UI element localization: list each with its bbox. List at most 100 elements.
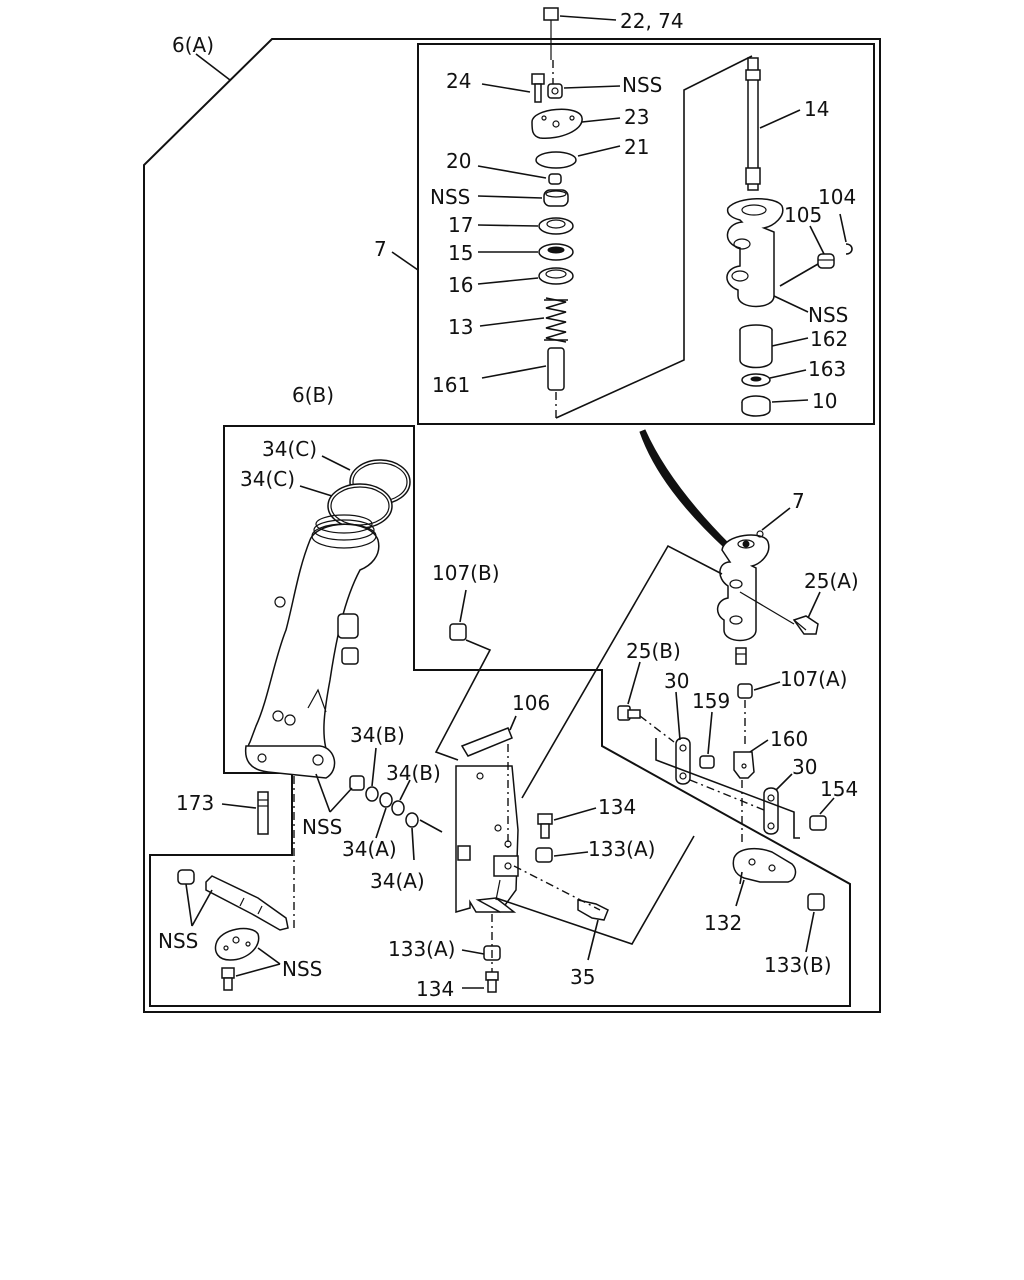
callout-34a-1: 34(A) xyxy=(342,837,397,861)
leader-nss-4b xyxy=(329,787,353,813)
callout-154: 154 xyxy=(820,777,858,801)
callout-nss-6: NSS xyxy=(282,957,322,981)
washers-34 xyxy=(365,786,419,828)
bolt-25b xyxy=(617,705,641,721)
leader-34b-2 xyxy=(399,779,411,801)
nut-133a-upper xyxy=(535,847,553,863)
callout-34a-2: 34(A) xyxy=(370,869,425,893)
leader-34c-1 xyxy=(321,455,351,471)
leader-25b xyxy=(627,661,641,705)
detail-sweep-arrow xyxy=(639,429,731,550)
spring-13 xyxy=(544,297,568,343)
frame-7-detail xyxy=(417,43,875,425)
leader-133b xyxy=(805,911,815,953)
leader-24 xyxy=(481,83,531,93)
nut-107b-guide xyxy=(434,639,492,761)
callout-21: 21 xyxy=(624,135,649,159)
linkage-axis-1 xyxy=(689,779,765,811)
guide-line-upper xyxy=(521,544,723,799)
leader-160 xyxy=(749,739,769,753)
leader-107a xyxy=(753,681,781,691)
nut-133b xyxy=(807,893,825,911)
callout-134-2: 134 xyxy=(416,977,454,1001)
callout-20: 20 xyxy=(446,149,471,173)
cup-10 xyxy=(741,395,771,417)
leader-34a-2 xyxy=(411,827,415,861)
callout-6a: 6(A) xyxy=(172,33,214,57)
callout-107a: 107(A) xyxy=(780,667,847,691)
leader-14 xyxy=(759,109,801,129)
valve-body xyxy=(726,198,784,308)
linkage-frame xyxy=(655,738,800,839)
nut-107a xyxy=(737,683,753,748)
nut-nss-34 xyxy=(349,775,365,791)
callout-34c-2: 34(C) xyxy=(240,467,295,491)
nut-nss-top xyxy=(547,83,563,99)
callout-25b: 25(B) xyxy=(626,639,681,663)
leader-133a-1 xyxy=(553,851,589,857)
flange-6b xyxy=(244,745,336,779)
seal-nss xyxy=(543,189,569,207)
leader-nss-top xyxy=(563,85,621,89)
leader-34c-2 xyxy=(299,485,333,497)
leader-10 xyxy=(771,399,809,403)
washer-16 xyxy=(538,267,574,285)
leader-nss-5b xyxy=(191,889,213,927)
bolt-35-guide xyxy=(495,835,695,945)
callout-35: 35 xyxy=(570,965,595,989)
callout-6b: 6(B) xyxy=(292,383,334,407)
leader-nss-4a xyxy=(315,773,331,813)
callout-162: 162 xyxy=(810,327,848,351)
bracket-106 xyxy=(455,727,519,913)
callout-10: 10 xyxy=(812,389,837,413)
leader-plug-to-body xyxy=(779,263,819,287)
spacer-159 xyxy=(699,755,715,769)
rod-14 xyxy=(745,57,761,191)
leader-133a-2 xyxy=(461,949,485,955)
plate-nss xyxy=(214,927,260,961)
callout-nss-2: NSS xyxy=(430,185,470,209)
leader-34a-1 xyxy=(375,807,387,839)
callout-34b-2: 34(B) xyxy=(386,761,441,785)
callout-7-mid: 7 xyxy=(792,489,805,513)
leader-20 xyxy=(477,165,547,179)
ring-15 xyxy=(538,243,574,261)
callout-173: 173 xyxy=(176,791,214,815)
o-ring-21 xyxy=(535,151,577,169)
callout-nss-top: NSS xyxy=(622,73,662,97)
callout-14: 14 xyxy=(804,97,829,121)
nut-154 xyxy=(809,815,827,831)
leader-104 xyxy=(839,213,847,243)
leader-7-top xyxy=(391,251,419,271)
frame-6b-outline xyxy=(149,425,851,1007)
leader-nss-2 xyxy=(477,195,543,199)
cover-plate-23 xyxy=(531,108,583,139)
callout-30-2: 30 xyxy=(792,755,817,779)
pin-161 xyxy=(547,347,565,418)
leader-30-1 xyxy=(675,691,681,741)
leader-25a xyxy=(807,591,821,619)
leader-17 xyxy=(477,224,539,227)
leader-nss-6a xyxy=(257,947,281,965)
shaft-assembly-nss xyxy=(177,869,289,931)
nut-107b xyxy=(449,623,467,641)
leader-105 xyxy=(809,225,825,255)
callout-160: 160 xyxy=(770,727,808,751)
callout-163: 163 xyxy=(808,357,846,381)
callout-nss-3: NSS xyxy=(808,303,848,327)
callout-16: 16 xyxy=(448,273,473,297)
callout-30-1: 30 xyxy=(664,669,689,693)
bolt-35 xyxy=(577,899,609,921)
frame-6a-outline xyxy=(143,38,881,1013)
callout-133b: 133(B) xyxy=(764,953,832,977)
guide-line-nut xyxy=(495,879,501,901)
callout-104: 104 xyxy=(818,185,856,209)
leader-161 xyxy=(481,365,547,379)
leader-6a xyxy=(195,53,231,81)
washer-163 xyxy=(741,373,771,387)
leader-134-1 xyxy=(553,807,597,821)
leader-16 xyxy=(477,277,539,285)
callout-25a: 25(A) xyxy=(804,569,859,593)
leader-35 xyxy=(587,919,599,961)
leader-21 xyxy=(577,145,621,157)
